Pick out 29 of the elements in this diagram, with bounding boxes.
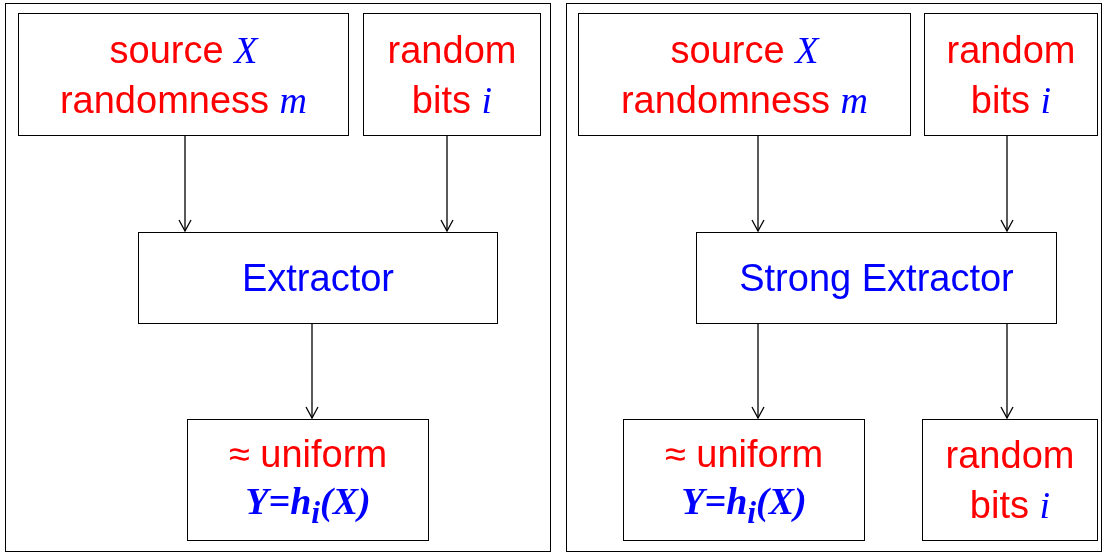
box-label: random bits i: [386, 27, 518, 123]
box-label: ≈ uniform: [664, 432, 824, 478]
arrow: [178, 134, 192, 232]
process-box: [578, 13, 911, 136]
arrow: [751, 322, 765, 419]
process-box: [187, 419, 429, 541]
box-label: Extractor: [241, 256, 394, 301]
panel-frame: [5, 3, 551, 552]
box-label: source X randomness m: [619, 27, 870, 123]
box-label: source X randomness m: [58, 27, 309, 123]
arrow: [440, 134, 454, 232]
box-label: random bits i: [944, 433, 1076, 528]
arrow: [751, 134, 765, 232]
process-box: [924, 13, 1098, 136]
box-label: ≈ uniform: [228, 432, 388, 478]
arrow: [1000, 134, 1014, 232]
process-box: [623, 419, 865, 541]
process-box: [696, 232, 1057, 324]
process-box: [363, 13, 541, 136]
box-label: random bits i: [945, 27, 1077, 123]
box-label: Strong Extractor: [739, 256, 1014, 301]
arrow: [305, 322, 319, 419]
process-box: [138, 232, 498, 324]
panel-frame: [566, 3, 1102, 552]
process-box: [922, 419, 1098, 541]
process-box: [18, 13, 349, 136]
formula-text: Y=h$_{i}$(X): [681, 479, 807, 531]
formula-text: Y=h$_{i}$(X): [245, 479, 371, 531]
arrow: [1000, 322, 1014, 419]
